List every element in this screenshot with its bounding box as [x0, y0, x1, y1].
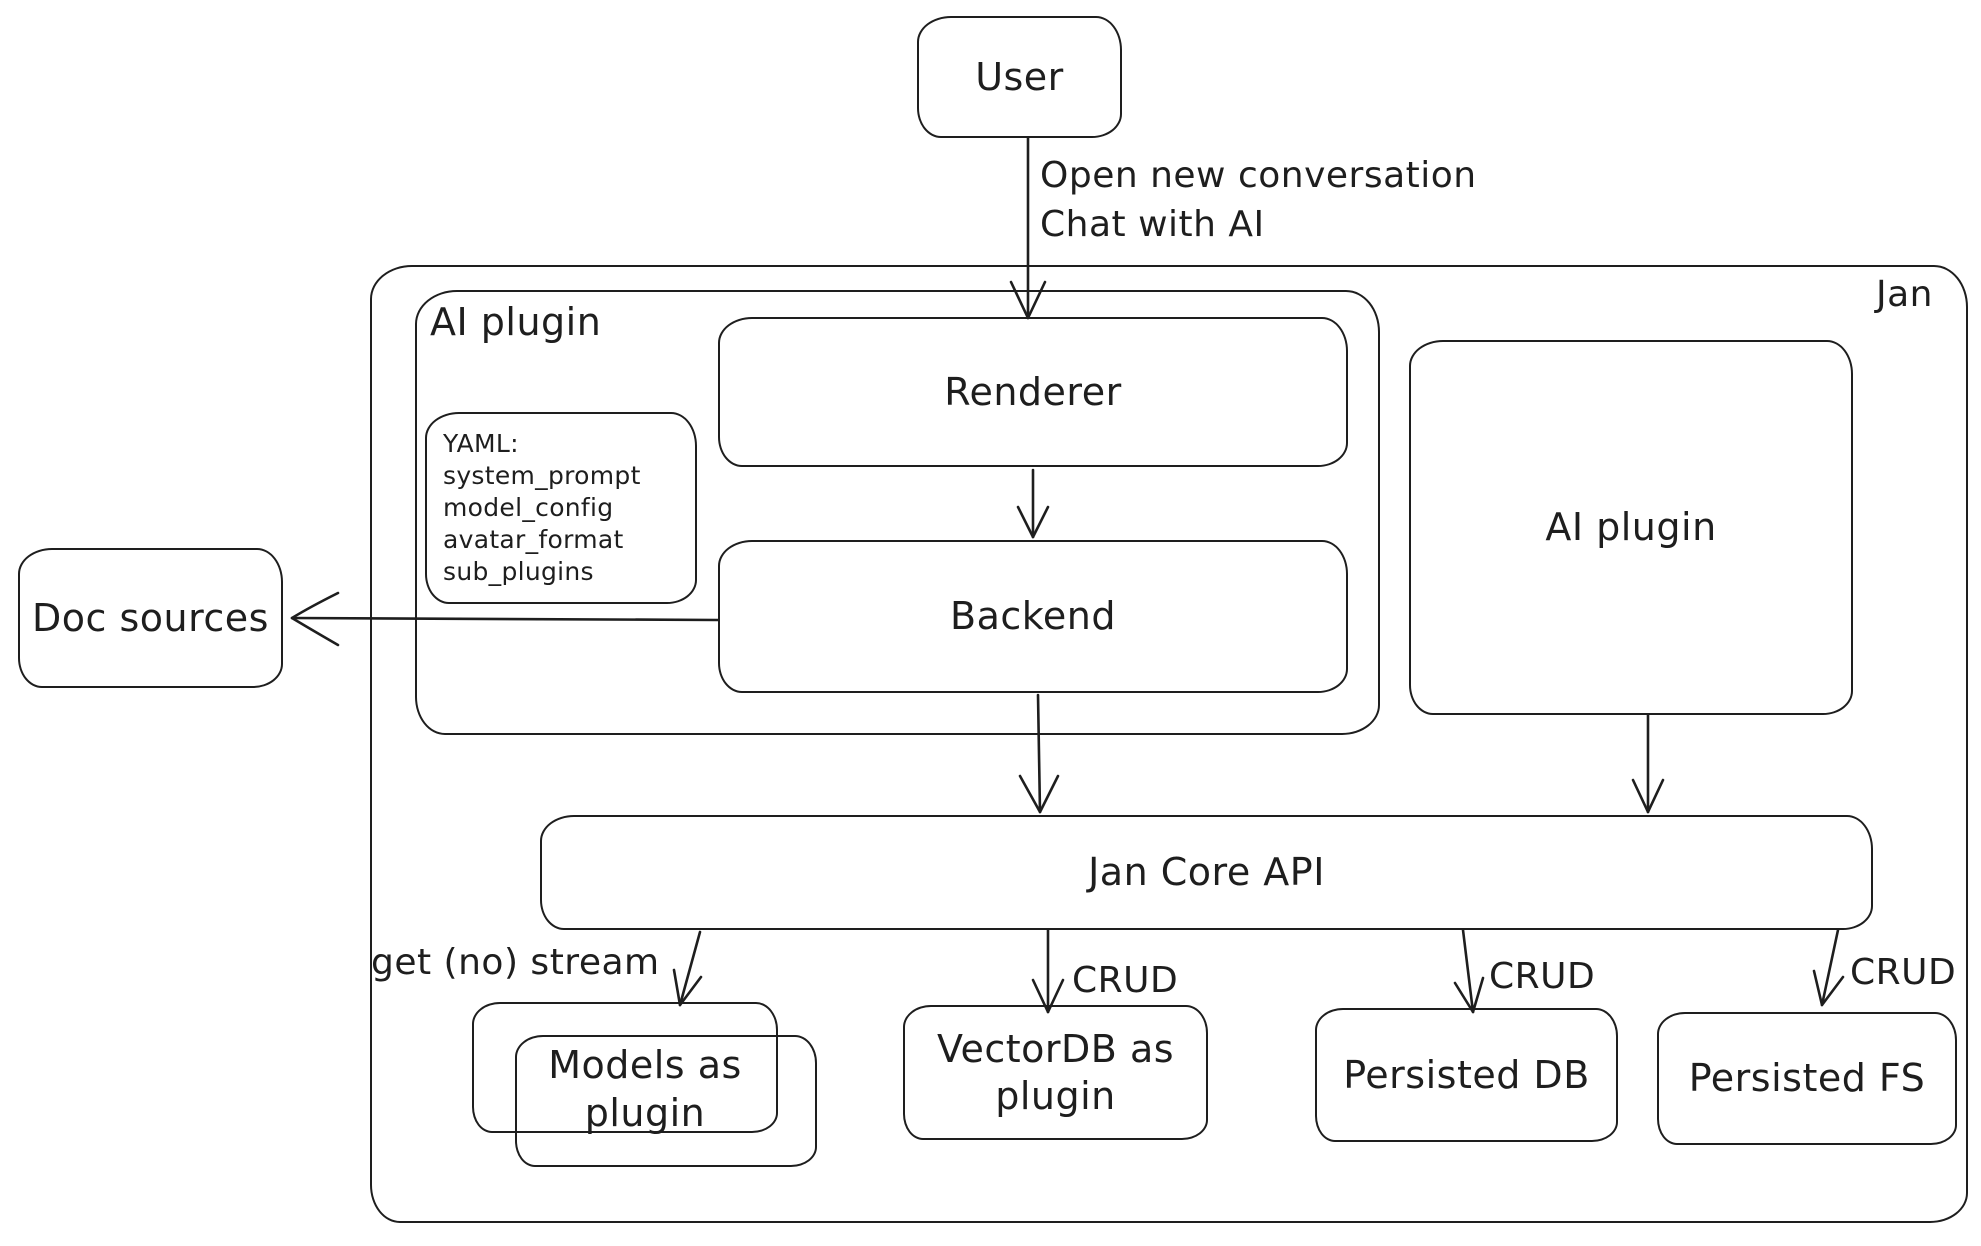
- user-node-label: User: [975, 54, 1064, 99]
- jan-container: [370, 265, 1968, 1223]
- vectordb-plugin-label: VectorDB as plugin: [936, 1027, 1175, 1118]
- jan-core-api-label: Jan Core API: [1088, 850, 1325, 895]
- yaml-note-node: YAML: system_prompt model_config avatar_…: [425, 412, 697, 604]
- edge-label-chat-with-ai: Chat with AI: [1040, 204, 1265, 245]
- persisted-db-node: Persisted DB: [1315, 1008, 1618, 1142]
- jan-container-label: Jan: [1876, 274, 1933, 315]
- yaml-note-line: avatar_format: [443, 525, 624, 554]
- yaml-note-line: sub_plugins: [443, 557, 594, 586]
- yaml-note-title: YAML:: [443, 429, 519, 458]
- ai-plugin-group-container: [415, 290, 1380, 735]
- jan-core-api-node: Jan Core API: [540, 815, 1873, 930]
- user-node: User: [917, 16, 1122, 138]
- vectordb-plugin-node: VectorDB as plugin: [903, 1005, 1208, 1140]
- yaml-note-line: system_prompt: [443, 461, 641, 490]
- yaml-note-line: model_config: [443, 493, 614, 522]
- backend-node-label: Backend: [950, 594, 1116, 639]
- persisted-fs-node: Persisted FS: [1657, 1012, 1957, 1145]
- doc-sources-node: Doc sources: [18, 548, 283, 688]
- renderer-node: Renderer: [718, 317, 1348, 467]
- renderer-node-label: Renderer: [944, 369, 1122, 414]
- models-plugin-node-back: [472, 1002, 778, 1133]
- edge-label-open-new-conversation: Open new conversation: [1040, 155, 1477, 196]
- ai-plugin-right-node: AI plugin: [1409, 340, 1853, 715]
- backend-node: Backend: [718, 540, 1348, 693]
- models-plugin-node-front: [515, 1035, 817, 1167]
- yaml-note-text: YAML: system_prompt model_config avatar_…: [443, 428, 685, 588]
- persisted-db-label: Persisted DB: [1343, 1052, 1590, 1097]
- models-plugin-label: Models as plugin: [548, 1043, 742, 1135]
- ai-plugin-right-label: AI plugin: [1545, 505, 1717, 550]
- ai-plugin-group-label: AI plugin: [430, 300, 602, 344]
- doc-sources-label: Doc sources: [32, 595, 269, 640]
- persisted-fs-label: Persisted FS: [1688, 1056, 1926, 1101]
